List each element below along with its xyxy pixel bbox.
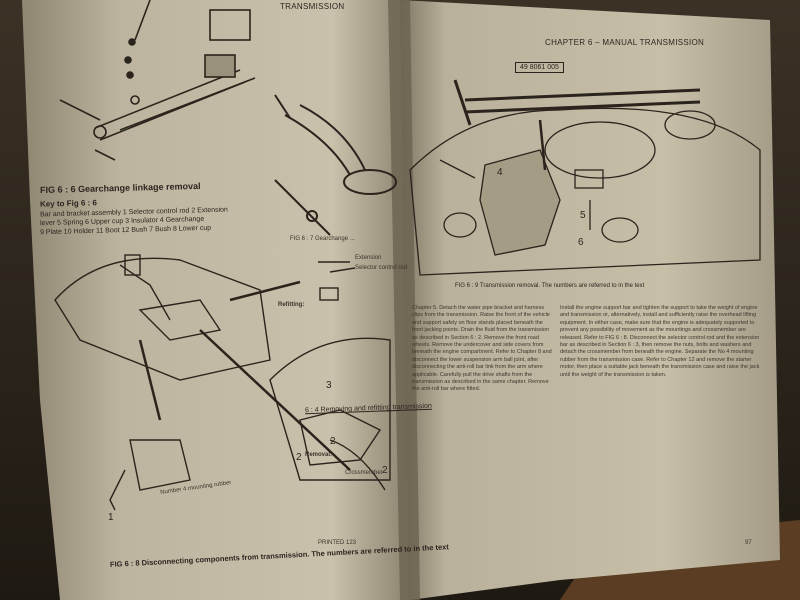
fig-6-9-number: 5 <box>580 210 586 221</box>
right-page-number: 97 <box>745 540 752 546</box>
fig-6-6-drawing <box>59 0 256 161</box>
fig-6-8-number: 2 <box>296 452 302 463</box>
part-number: 49 8061 005 <box>515 62 564 73</box>
right-page <box>400 0 780 600</box>
fig-6-8-number: 3 <box>326 380 332 391</box>
fig-6-8-drawing <box>54 254 391 511</box>
left-page <box>22 0 410 600</box>
fig-6-6-key-title: Key to Fig 6 : 6 <box>39 198 98 209</box>
subhead-removal: Removal: <box>305 452 333 458</box>
fig-6-7-label: Selector control rod <box>355 265 408 271</box>
subhead-refitting: Refitting: <box>278 302 305 308</box>
fig-6-8-label: Crossmember <box>345 470 383 476</box>
fig-6-8-number: 2 <box>382 465 388 476</box>
right-column-intro: Chapter 5. Detach the water pipe bracket… <box>412 305 552 393</box>
fig-6-7-label: Extension <box>355 255 382 261</box>
left-running-head: TRANSMISSION <box>280 2 345 11</box>
left-page-footer: PRINTED 123 <box>318 540 357 546</box>
fig-6-7-drawing <box>274 94 397 236</box>
fig-6-8-number: 2 <box>330 436 336 447</box>
fig-6-9-caption: FIG 6 : 9 Transmission removal. The numb… <box>455 283 645 289</box>
right-running-head: CHAPTER 6 – MANUAL TRANSMISSION <box>545 38 705 47</box>
fig-6-8-number: 1 <box>108 512 114 523</box>
book-gutter <box>388 0 420 600</box>
fig-6-9-drawing <box>409 79 761 276</box>
fig-6-9-number: 6 <box>578 237 584 248</box>
right-column-text: Install the engine support bar and tight… <box>560 305 760 378</box>
fig-6-7-caption: FIG 6 : 7 Gearchange ... <box>290 236 355 242</box>
fig-6-9-number: 4 <box>497 167 503 178</box>
